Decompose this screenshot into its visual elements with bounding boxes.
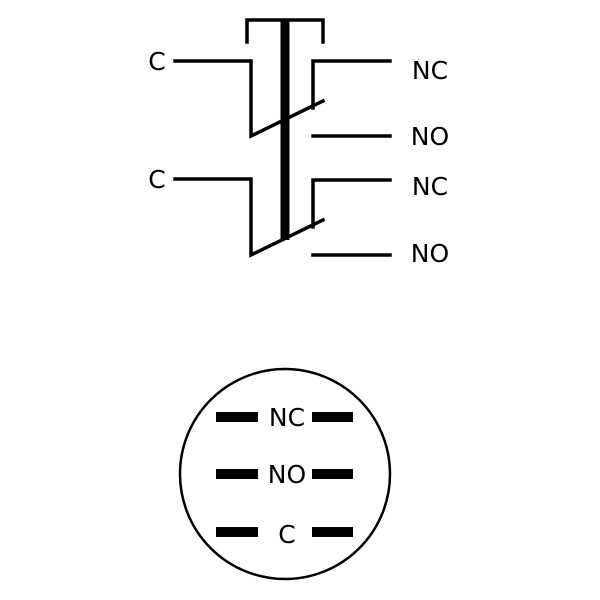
pin-row-no: NO [216,460,353,489]
common-arm-1 [173,59,326,139]
no-label-1: NO [411,122,449,151]
pin-right [312,527,353,537]
pin-label: NO [268,460,306,489]
nc-terminal-2 [311,178,392,229]
pin-label: NC [269,403,305,432]
pin-left [216,469,258,479]
pin-left [216,412,258,422]
switch-body-outline [178,367,392,581]
contact-2: C NC NO [148,165,449,268]
pin-label: C [278,520,295,549]
contact-schematic: C NC NO C NC NO [148,18,449,268]
pinout-view: NC NO C [178,367,392,581]
nc-terminal-1 [311,59,392,110]
pin-left [216,527,258,537]
pin-right [312,412,353,422]
pin-row-c: C [216,520,353,549]
common-label-1: C [148,47,165,76]
nc-label-1: NC [412,56,448,85]
common-arm-2 [173,177,326,258]
pin-row-nc: NC [216,403,353,432]
contact-1: C NC NO [148,47,449,151]
no-label-2: NO [411,239,449,268]
nc-label-2: NC [412,172,448,201]
common-label-2: C [148,165,165,194]
pin-right [312,469,353,479]
